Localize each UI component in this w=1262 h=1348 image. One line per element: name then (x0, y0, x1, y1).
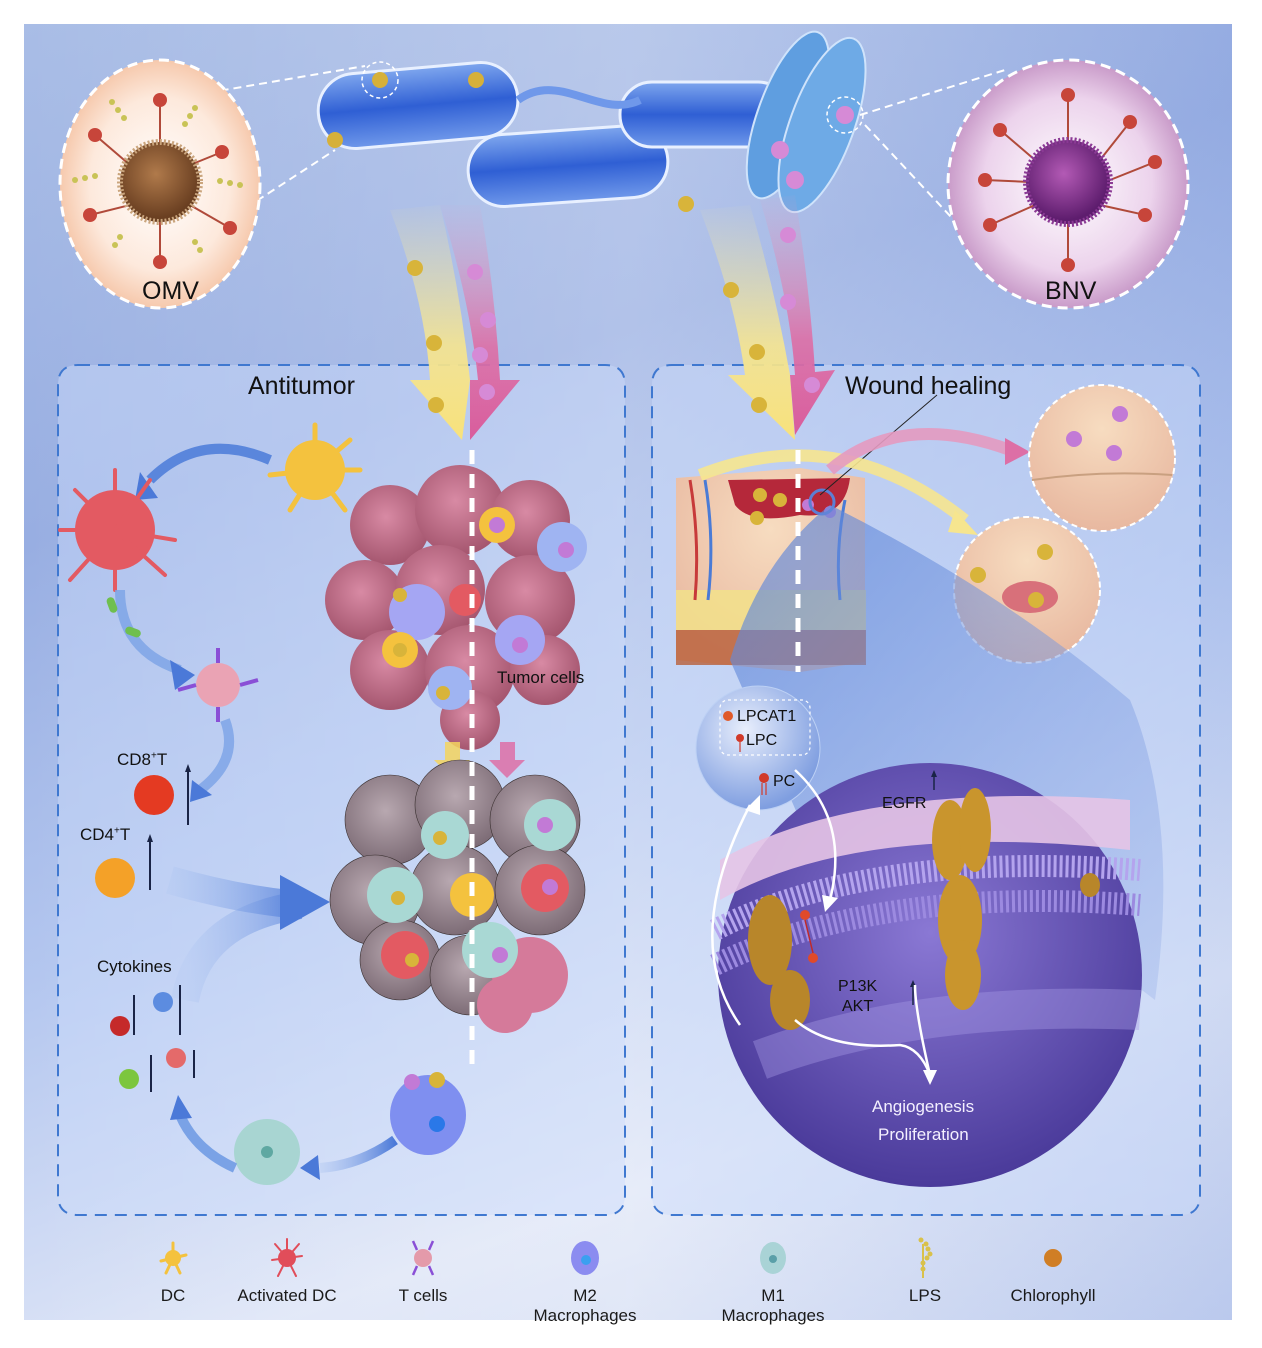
proliferation-label: Proliferation (878, 1125, 969, 1144)
transmembrane-protein (748, 873, 1100, 1030)
tumor-cluster (325, 465, 587, 750)
omv-label: OMV (142, 277, 199, 305)
pc-label: PC (773, 773, 796, 790)
wound-area (728, 478, 850, 519)
antitumor-cycle (58, 422, 466, 1185)
lps-icon (918, 1237, 933, 1278)
m2-macrophage-phagocytosis (390, 1072, 466, 1155)
antitumor-delivery-arrows (390, 205, 520, 440)
pc-feedback-arrow (711, 804, 752, 1026)
akt-label: AKT (842, 998, 874, 1015)
lpc-icon (736, 734, 744, 742)
pc-insertion-arrow (794, 769, 837, 901)
m2-macrophage (428, 666, 472, 710)
egfr-label: EGFR (882, 795, 927, 812)
antitumor-title: Antitumor (248, 372, 355, 400)
bnv-arrow (760, 195, 835, 435)
angiogenesis-label: Angiogenesis (872, 1097, 975, 1116)
dc-icon (159, 1241, 188, 1275)
cd8-t-cell (134, 775, 174, 815)
cytokine-particle (153, 992, 173, 1012)
chlorophyll-icon (1044, 1249, 1062, 1267)
cd8-t-label: CD8+T (117, 750, 168, 769)
bnv-treated-skin-circle (1028, 384, 1176, 532)
legend-item-activated-dc: Activated DC (222, 1238, 352, 1306)
wound-delivery-arrows (678, 195, 835, 440)
dead-tumor-cluster (329, 759, 586, 1033)
legend-item-lps: LPS (860, 1237, 990, 1306)
bnv-particle (479, 384, 495, 400)
t-cell-icon (411, 1240, 435, 1276)
t-cell-icon (177, 648, 259, 722)
bacteria-group (316, 30, 867, 214)
bnv-effect-arrow (826, 428, 1013, 475)
wound-healing-title: Wound healing (845, 372, 1012, 400)
m2-macrophage-icon (571, 1241, 599, 1275)
cd4-t-cell (95, 858, 135, 898)
cycle-arrow (146, 443, 272, 484)
activated-dc-icon (58, 468, 177, 592)
pc-icon (759, 773, 769, 783)
merge-arrow-head (280, 875, 330, 930)
omv-zoom-circle (58, 58, 262, 310)
bnv-particle (467, 264, 483, 280)
cytokines-label: Cytokines (97, 957, 172, 976)
legend-item-m1-macrophages: M1 Macrophages (708, 1238, 838, 1326)
cytokine-particle (166, 1048, 186, 1068)
m1-macrophage-icon (234, 1119, 300, 1185)
activated-dc-icon (271, 1238, 303, 1277)
lpcat1-icon (723, 711, 733, 721)
dendritic-cell-icon (267, 422, 363, 513)
omv-particle (426, 335, 442, 351)
lpcat1-label: LPCAT1 (737, 708, 797, 725)
bnv-zoom-circle (946, 58, 1190, 310)
lpc-label: LPC (746, 732, 778, 749)
bnv-particle (480, 312, 496, 328)
bnv-label: BNV (1045, 277, 1097, 305)
cd4-t-label: CD4+T (80, 825, 131, 844)
tumor-cells-label: Tumor cells (497, 668, 585, 687)
cytokine-particle (110, 1016, 130, 1036)
bacterium (466, 124, 670, 208)
cell-membrane-circle (709, 763, 1142, 1187)
bnv-arrow (440, 205, 520, 440)
flagellum (515, 86, 642, 109)
legend-item-m2-macrophages: M2 Macrophages (520, 1238, 650, 1326)
egfr-protein (932, 788, 991, 1010)
omv-particle (428, 397, 444, 413)
bnv-particle (472, 347, 488, 363)
omv-particle (407, 260, 423, 276)
m1-macrophage-icon (760, 1242, 786, 1274)
legend-item-chlorophyll: Chlorophyll (988, 1238, 1118, 1306)
pi3k-label: P13K (838, 978, 878, 995)
omv-arrow (700, 205, 795, 440)
cytokine-particle (119, 1069, 139, 1089)
legend-item-dc: DC (108, 1238, 238, 1306)
legend-item-t-cells: T cells (358, 1238, 488, 1306)
